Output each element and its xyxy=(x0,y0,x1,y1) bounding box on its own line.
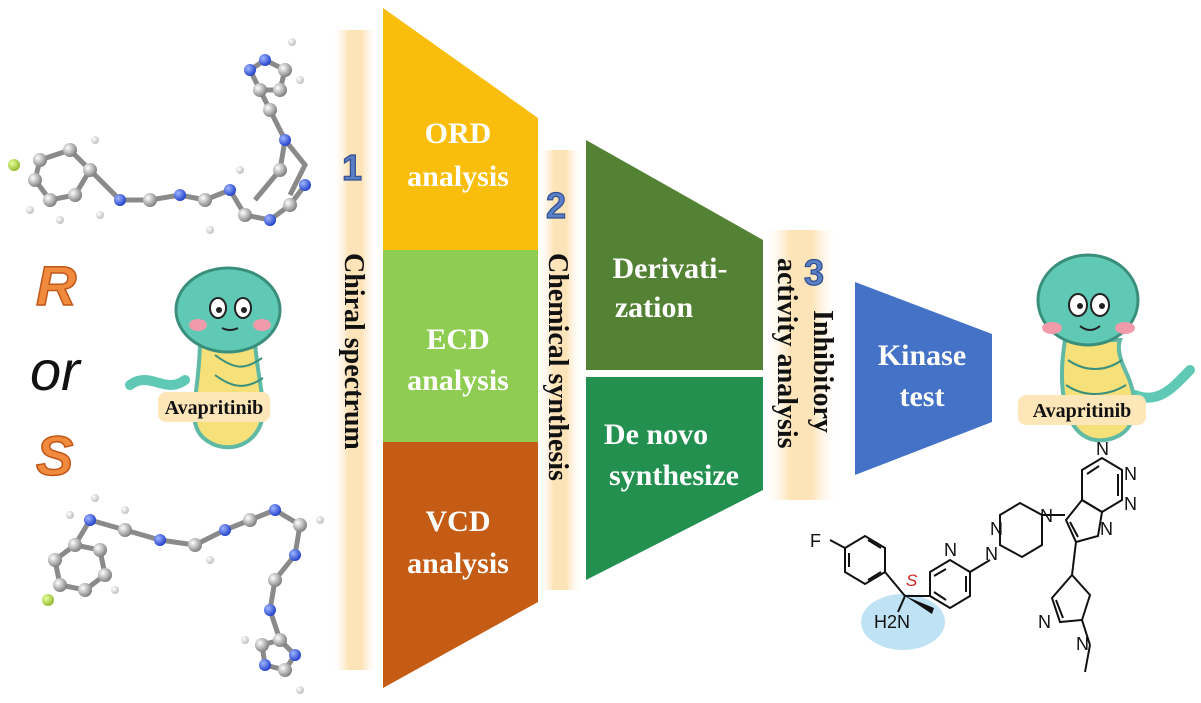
vcd-line2: analysis xyxy=(407,547,509,580)
step-number-2: 2 xyxy=(546,185,566,226)
atom-n5: N xyxy=(1096,439,1109,459)
bar-label-chiral-spectrum: Chiral spectrum xyxy=(338,253,369,450)
stage1-vcd-segment xyxy=(383,442,538,688)
atom-nh2: H2N xyxy=(874,612,910,632)
kinase-line2: test xyxy=(900,380,945,413)
stage3-kinase-segment xyxy=(855,282,992,475)
step-number-1: 1 xyxy=(342,147,362,188)
bar-label-chemical-synthesis: Chemical synthesis xyxy=(542,253,573,481)
atom-n1: N xyxy=(944,540,957,560)
atom-n6: N xyxy=(1124,464,1137,484)
atom-f: F xyxy=(810,531,821,551)
atom-n7: N xyxy=(1124,494,1137,514)
avapritinib-2d-structure xyxy=(829,456,1123,673)
atom-n3: N xyxy=(990,519,1003,539)
ecd-line2: analysis xyxy=(407,364,509,397)
snake-mascot-left xyxy=(125,266,282,450)
s-molecule-3d xyxy=(42,494,324,694)
ord-line2: analysis xyxy=(407,160,509,193)
atom-n9: N xyxy=(1038,612,1051,632)
vcd-line1: VCD xyxy=(426,505,491,538)
derivatization-line1: Derivati- xyxy=(613,252,728,285)
s-label: S xyxy=(36,424,73,487)
denovo-line1: De novo xyxy=(604,418,708,451)
glow-bar-1 xyxy=(332,30,378,670)
ord-line1: ORD xyxy=(425,117,492,150)
bar-label-inhibitory: Inhibitory xyxy=(807,310,838,433)
stage1-ord-segment xyxy=(383,8,538,250)
atom-n10: N xyxy=(1076,634,1089,654)
snake-mascot-right xyxy=(1018,253,1195,443)
kinase-line1: Kinase xyxy=(878,339,966,372)
atom-n4: N xyxy=(1040,506,1053,526)
atom-n2: N xyxy=(985,544,998,564)
glow-bar-2 xyxy=(538,150,582,590)
r-molecule-3d xyxy=(8,38,311,234)
mascot-label-right: Avapritinib xyxy=(1033,400,1132,422)
ecd-line1: ECD xyxy=(426,323,489,356)
denovo-line2: synthesize xyxy=(609,459,739,492)
atom-n8: N xyxy=(1100,519,1113,539)
or-label: or xyxy=(30,339,82,402)
derivatization-line2: zation xyxy=(615,291,694,324)
stage2-denovo-segment xyxy=(586,377,763,580)
stage2-derivatization-segment xyxy=(586,140,763,370)
glow-bar-3 xyxy=(764,230,838,500)
step-number-3: 3 xyxy=(804,252,824,293)
stage1-ecd-segment xyxy=(383,250,538,442)
structure-atom-labels: F H2N S N N N N N N N N N N xyxy=(810,439,1137,654)
mascot-label-left: Avapritinib xyxy=(165,397,264,419)
chiral-s-label: S xyxy=(906,571,918,590)
r-label: R xyxy=(36,254,77,317)
bar-label-activity-analysis: activity analysis xyxy=(771,258,802,449)
